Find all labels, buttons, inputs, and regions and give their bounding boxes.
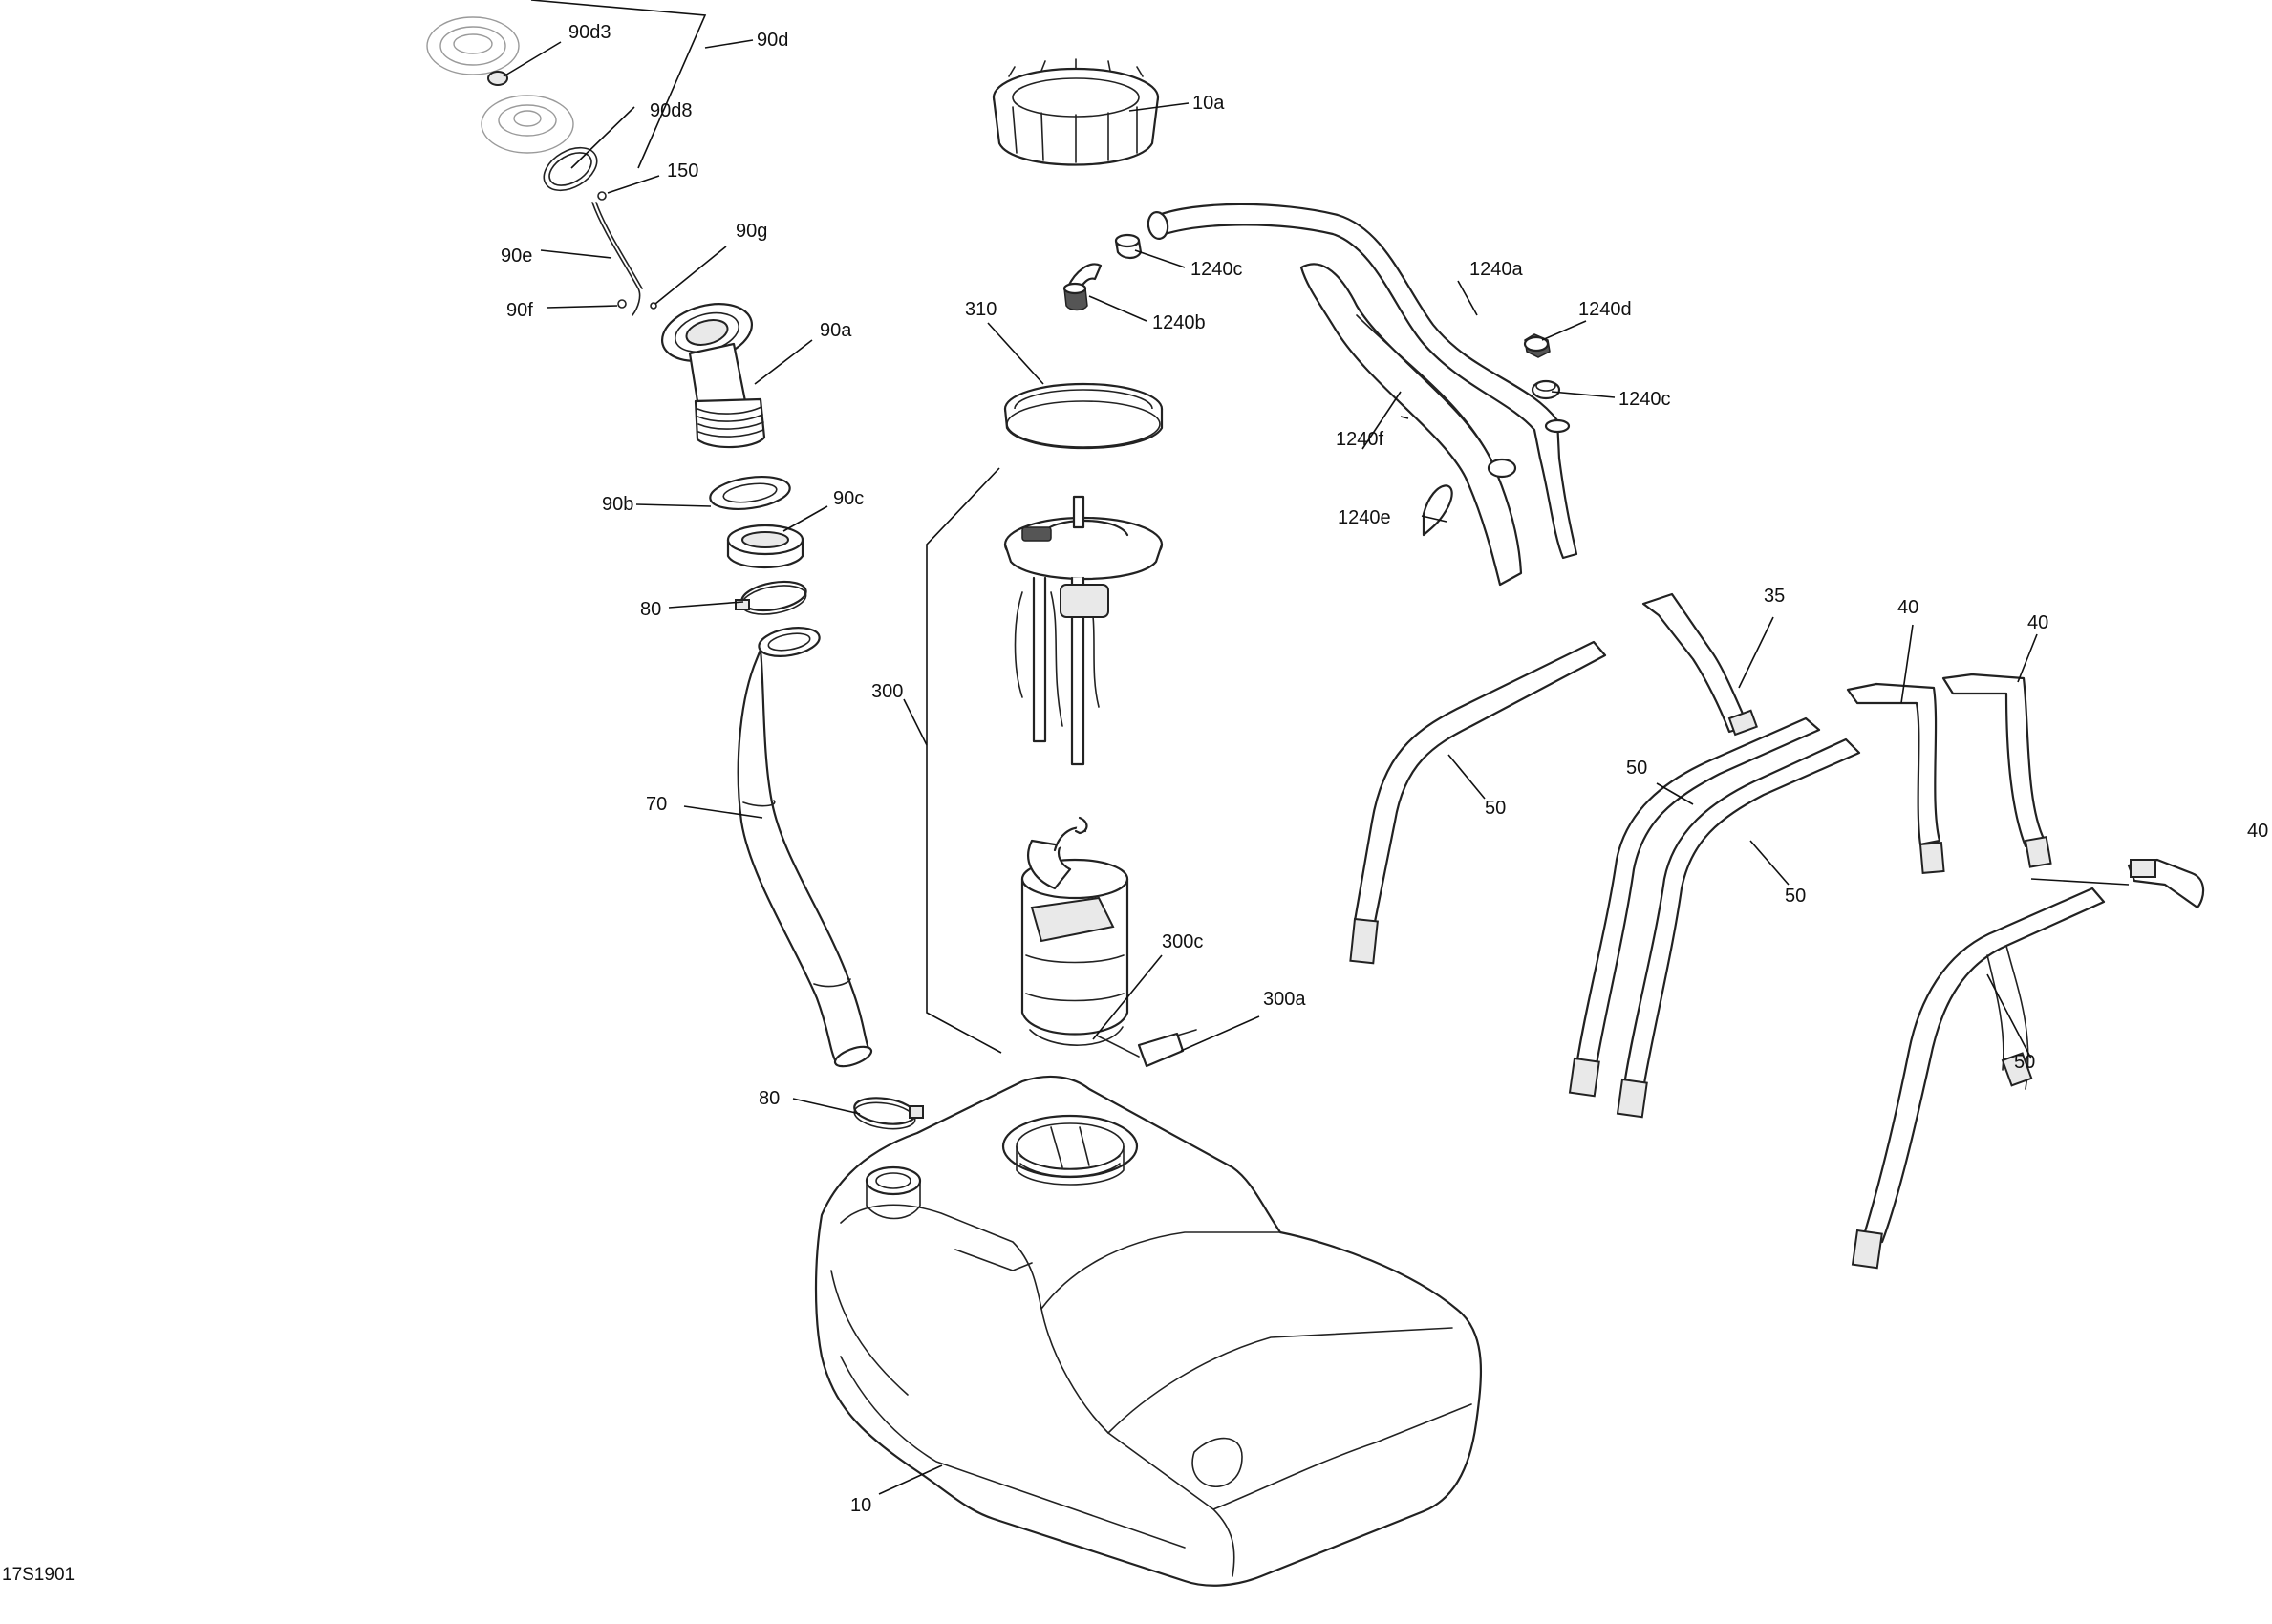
label-50-d: 50	[2014, 1052, 2035, 1073]
label-310: 310	[965, 299, 997, 320]
label-1240d: 1240d	[1578, 299, 1632, 320]
part-90d3	[487, 71, 508, 86]
part-90g	[650, 302, 657, 310]
part-90d8-oring	[543, 146, 598, 192]
label-90c: 90c	[833, 488, 864, 509]
part-150	[597, 191, 607, 201]
label-1240a: 1240a	[1469, 259, 1523, 280]
part-90f	[617, 299, 627, 309]
label-40-c: 40	[2247, 821, 2268, 842]
label-150: 150	[667, 160, 698, 182]
cap-inner-ghost	[481, 95, 574, 154]
label-90d: 90d	[757, 30, 788, 51]
label-50-b: 50	[1626, 758, 1647, 779]
label-90g: 90g	[736, 221, 767, 242]
fuel-tank-10	[814, 1075, 1483, 1587]
cap-outer-ghost	[426, 16, 520, 75]
label-35: 35	[1764, 586, 1785, 607]
fuel-cap-assembly	[426, 16, 657, 316]
filler-hose-70	[737, 627, 873, 1068]
label-90a: 90a	[820, 320, 852, 341]
strap-50-a	[1349, 640, 1607, 965]
label-90d3: 90d3	[568, 22, 611, 43]
label-1240e: 1240e	[1338, 507, 1391, 528]
sensor-300a	[1096, 1029, 1197, 1068]
label-40-b: 40	[2027, 612, 2048, 633]
lock-ring-10a	[992, 58, 1160, 166]
label-50-a: 50	[1485, 798, 1506, 819]
gasket-90b	[709, 476, 791, 510]
label-90f: 90f	[506, 300, 533, 321]
fitting-1240b	[1062, 263, 1103, 311]
label-90e: 90e	[501, 246, 532, 267]
fuel-pump-module-300	[1003, 495, 1164, 1046]
fitting-1240c-top	[1114, 233, 1143, 260]
part-90e-tether-edge	[595, 202, 643, 289]
strap-40-a	[1846, 682, 1945, 874]
label-80-upper: 80	[640, 599, 661, 620]
strap-50-c	[1616, 737, 1861, 1119]
label-90d8: 90d8	[650, 100, 693, 121]
label-90b: 90b	[602, 494, 633, 515]
strap-50-b	[1568, 716, 1821, 1098]
strap-40-b	[1941, 673, 2052, 868]
label-1240f: 1240f	[1336, 429, 1383, 450]
label-40-a: 40	[1897, 597, 1918, 618]
label-70: 70	[646, 794, 667, 815]
filler-neck-90a	[660, 303, 766, 449]
leader-lines	[503, 0, 2130, 1495]
cable-tie-1240e	[1422, 484, 1453, 537]
clamp-80-upper	[735, 580, 807, 615]
strap-50-d	[1851, 887, 2106, 1270]
label-10a: 10a	[1192, 93, 1225, 114]
part-90e-tether	[591, 202, 641, 316]
callout-labels: 90d3 90d 90d8 150 90e 90g 90f 90a 90b 90…	[501, 22, 2268, 1516]
strap-40-c	[2127, 858, 2205, 909]
vent-hose-1240f	[1299, 263, 1523, 587]
label-80-lower: 80	[759, 1088, 780, 1109]
seal-310	[1003, 382, 1164, 450]
diagram-code: 17S1901	[2, 1565, 75, 1585]
vent-hose-1240a	[1147, 203, 1578, 560]
label-1240c-mid: 1240c	[1618, 389, 1671, 410]
label-10: 10	[850, 1495, 871, 1516]
label-300c: 300c	[1162, 931, 1203, 952]
nut-90c	[726, 524, 804, 569]
label-300: 300	[871, 681, 903, 702]
label-50-c: 50	[1785, 886, 1806, 907]
strap-35	[1641, 592, 1758, 737]
label-1240c-top: 1240c	[1190, 259, 1243, 280]
label-300a: 300a	[1263, 989, 1306, 1010]
clamp-80-lower	[853, 1097, 924, 1130]
clamp-1240c-middle	[1531, 379, 1561, 400]
label-1240b: 1240b	[1152, 312, 1206, 333]
